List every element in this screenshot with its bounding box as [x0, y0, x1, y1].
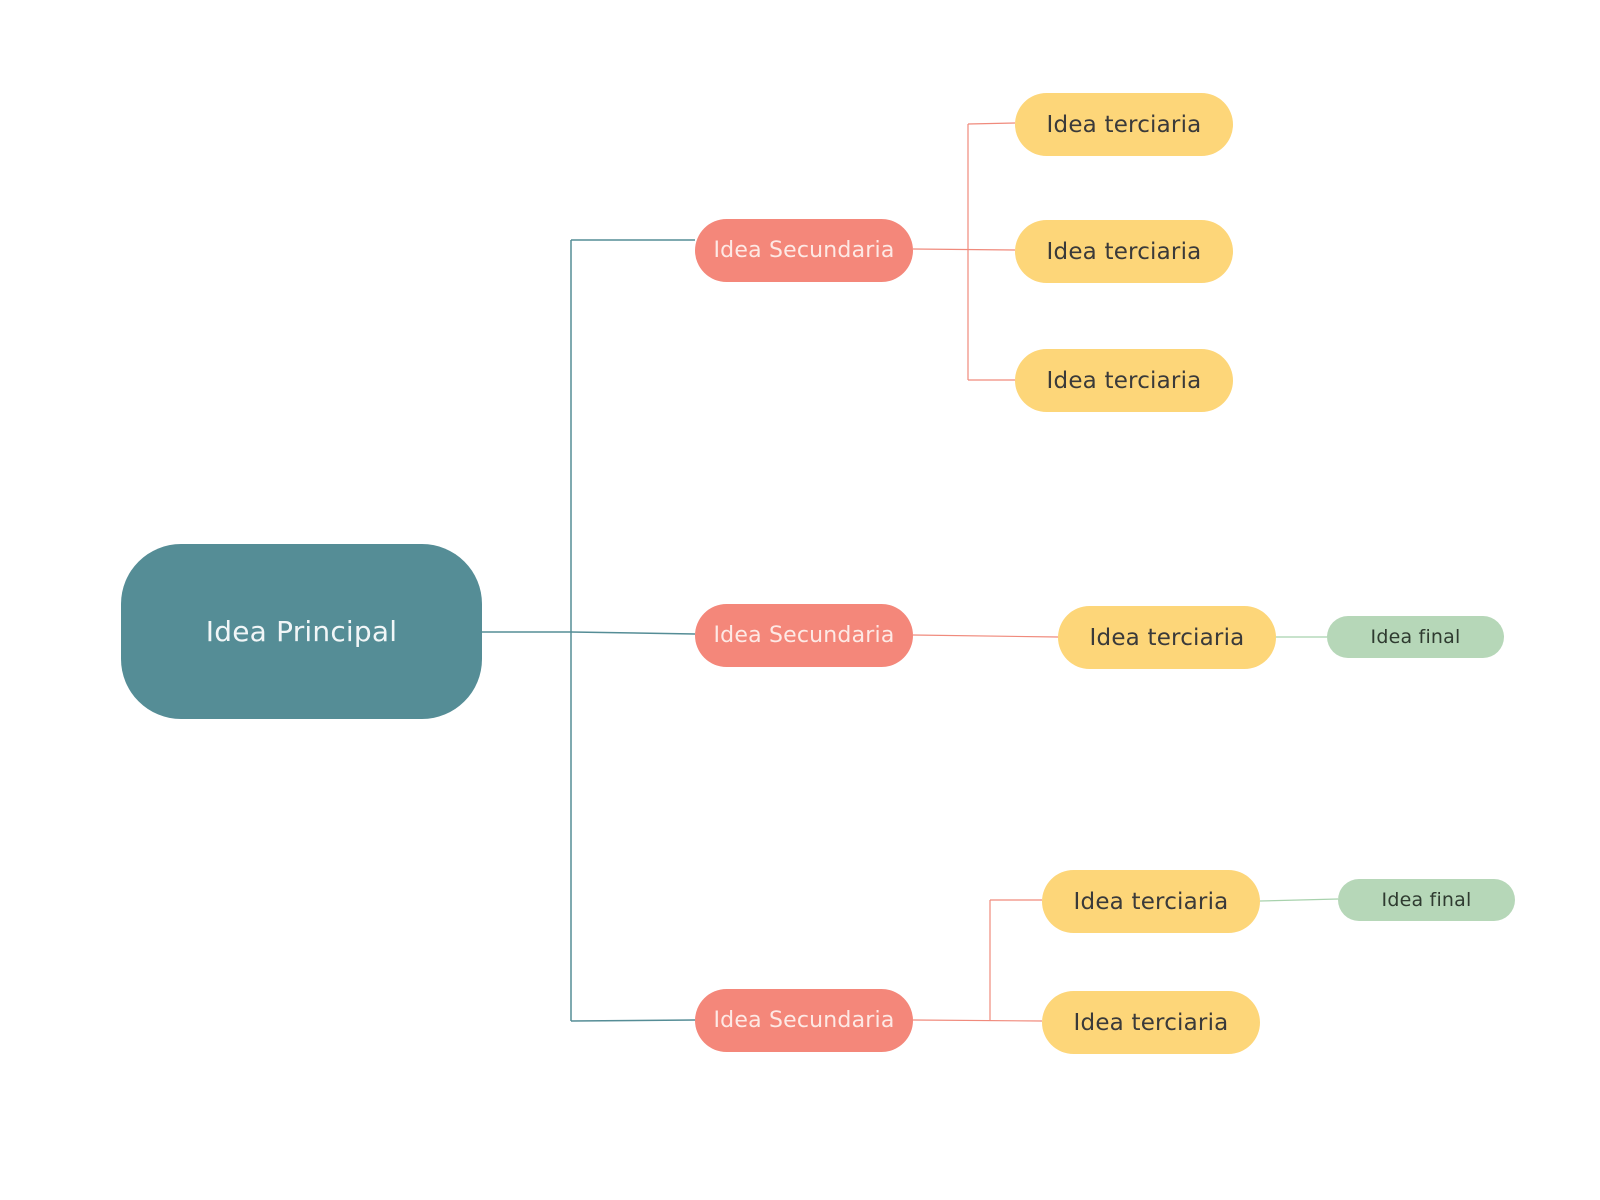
secondary-idea-node-3[interactable]: Idea Secundaria: [695, 989, 913, 1052]
final-idea-node-1[interactable]: Idea final: [1327, 616, 1504, 658]
tertiary-idea-label: Idea terciaria: [1073, 888, 1229, 915]
final-idea-node-2[interactable]: Idea final: [1338, 879, 1515, 921]
tertiary-idea-node-6[interactable]: Idea terciaria: [1042, 991, 1260, 1054]
connector-trunk-to-secondary-3: [570, 1019, 696, 1022]
tertiary-idea-node-5[interactable]: Idea terciaria: [1042, 870, 1260, 933]
connector-secondary-3-stem: [912, 1019, 1043, 1022]
secondary-idea-node-2[interactable]: Idea Secundaria: [695, 604, 913, 667]
connector-secondary-1-stem: [912, 248, 1016, 251]
final-idea-label: Idea final: [1370, 626, 1461, 648]
connector-trunk-to-secondary-2: [570, 631, 696, 635]
tertiary-idea-label: Idea terciaria: [1046, 111, 1202, 138]
tertiary-idea-node-4[interactable]: Idea terciaria: [1058, 606, 1276, 669]
final-idea-label: Idea final: [1381, 889, 1472, 911]
secondary-idea-label: Idea Secundaria: [713, 1008, 895, 1033]
secondary-idea-label: Idea Secundaria: [713, 238, 895, 263]
main-idea-label: Idea Principal: [205, 615, 398, 648]
connector-tertiary-5-to-final-2: [1259, 898, 1339, 902]
secondary-idea-label: Idea Secundaria: [713, 623, 895, 648]
tertiary-idea-node-3[interactable]: Idea terciaria: [1015, 349, 1233, 412]
tertiary-idea-label: Idea terciaria: [1046, 238, 1202, 265]
secondary-idea-node-1[interactable]: Idea Secundaria: [695, 219, 913, 282]
main-idea-node[interactable]: Idea Principal: [121, 544, 482, 719]
tertiary-idea-label: Idea terciaria: [1073, 1009, 1229, 1036]
tertiary-idea-node-1[interactable]: Idea terciaria: [1015, 93, 1233, 156]
tertiary-idea-node-2[interactable]: Idea terciaria: [1015, 220, 1233, 283]
tertiary-idea-label: Idea terciaria: [1089, 624, 1245, 651]
connector-secondary-2-to-tertiary-4: [912, 634, 1059, 638]
tertiary-idea-label: Idea terciaria: [1046, 367, 1202, 394]
connector-to-tertiary-1: [967, 122, 1016, 125]
